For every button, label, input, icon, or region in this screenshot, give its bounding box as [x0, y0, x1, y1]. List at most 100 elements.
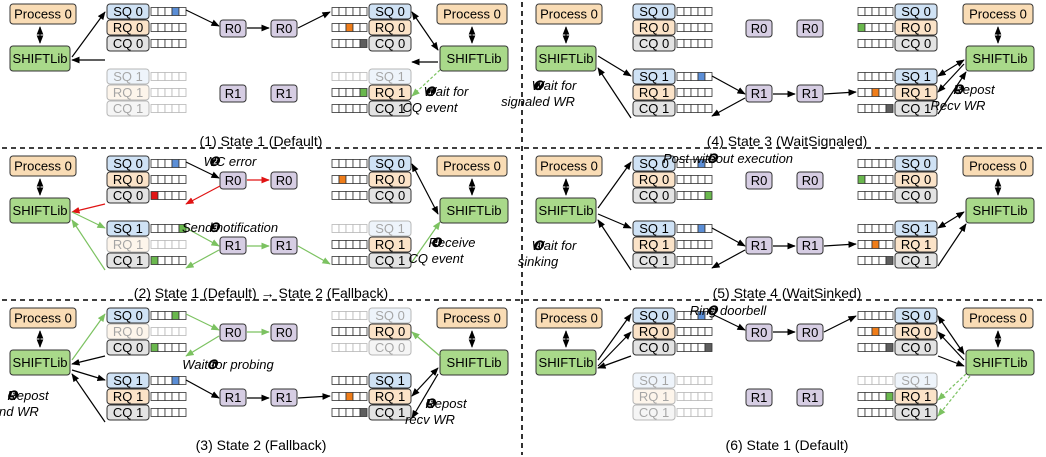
shiftlib-left: SHIFTLib	[535, 349, 597, 376]
left-set1-rq1-box	[106, 388, 150, 405]
router-r0-right: R0	[270, 171, 298, 190]
left-set0-sq0-slots	[150, 7, 187, 16]
right-set0-cq0-box	[368, 35, 412, 52]
left-set1-sq1-box	[106, 372, 150, 389]
left-set0-rq0-label: RQ 0	[639, 20, 669, 35]
router-r0-left-label: R0	[225, 21, 242, 36]
router-r0-left-label: R0	[751, 21, 768, 36]
right-set1-cq1-slots-slot	[338, 408, 347, 417]
left-set0-sq0-slots-slot	[178, 159, 187, 168]
right-set1-sq1-slots-slot	[871, 376, 880, 385]
process-0-left: Process 0	[535, 307, 603, 329]
right-set0-rq0-box	[368, 323, 412, 340]
left-set1-rq1-slots-slot	[171, 88, 180, 97]
right-set1-sq1-slots-slot	[352, 224, 361, 233]
right-set1-cq1-slots-slot	[331, 104, 340, 113]
right-set1-cq1-label: CQ 1	[375, 253, 405, 268]
right-set0-sq0-slots	[857, 7, 894, 16]
left-set0-cq0-slots-slot	[704, 343, 713, 352]
router-r1-left-label: R1	[225, 86, 242, 101]
left-set0-rq0-slots-slot	[676, 175, 685, 184]
left-set1-cq1-slots-slot	[178, 408, 187, 417]
right-set1-rq1: RQ 1	[368, 84, 412, 101]
right-set1-cq1-slots-slot	[857, 256, 866, 265]
left-set0-sq0-slots-slot	[171, 311, 180, 320]
left-set0-sq0-slots	[150, 311, 187, 320]
right-set0-sq0-slots-slot	[871, 311, 880, 320]
left-set1-sq1-slots	[150, 376, 187, 385]
left-set1-sq1-slots-slot	[697, 376, 706, 385]
router-r0-left: R0	[745, 323, 773, 342]
right-set0-cq0-slots-slot	[338, 191, 347, 200]
cq1-lib-left	[597, 219, 632, 271]
left-set0-rq0-slots-slot	[704, 23, 713, 32]
left-set0-rq0-slots	[676, 327, 713, 336]
step-number: ❷	[208, 154, 221, 169]
lib-rq0-left	[597, 331, 632, 367]
left-set0-cq0-box	[106, 187, 150, 204]
left-set1-cq1-box	[106, 252, 150, 269]
right-set1-cq1: CQ 1	[894, 404, 938, 421]
right-set0-cq0-slots-slot	[359, 191, 368, 200]
left-set0-cq0-slots-slot	[157, 39, 166, 48]
lib-sq1	[597, 213, 632, 229]
right-set0-rq0-slots-slot	[352, 175, 361, 184]
left-set1-cq1-slots-slot	[697, 104, 706, 113]
left-set0-rq0-slots-slot	[171, 175, 180, 184]
left-set1-cq1-slots-slot	[704, 256, 713, 265]
right-set0-cq0-slots-slot	[359, 343, 368, 352]
right-set0-cq0: CQ 0	[894, 187, 938, 204]
left-set1-cq1: CQ 1	[632, 404, 676, 421]
right-set0-rq0-slots	[857, 23, 894, 32]
lib-sq0-right	[937, 315, 965, 355]
lib-sq0-green	[71, 313, 106, 361]
left-set0-cq0-slots-slot	[178, 343, 187, 352]
right-set0-cq0-label: CQ 0	[901, 188, 931, 203]
right-set0-cq0-slots-slot	[857, 39, 866, 48]
shiftlib-left-box	[9, 197, 71, 224]
right-set0-rq0-slots-slot	[857, 327, 866, 336]
left-set1-rq1-slots-slot	[690, 88, 699, 97]
left-set0-sq0-box	[106, 307, 150, 324]
right-set0-sq0-box	[368, 307, 412, 324]
left-set0-cq0-slots-slot	[157, 343, 166, 352]
right-set0-rq0-slots	[331, 175, 368, 184]
right-set1-cq1-slots-slot	[359, 256, 368, 265]
annotation: ❸ Send notification	[182, 220, 278, 235]
right-set0-rq0-label: RQ 0	[901, 324, 931, 339]
right-set0-rq0: RQ 0	[894, 19, 938, 36]
left-set0-cq0-slots-slot	[171, 191, 180, 200]
annotation-text: sinking	[518, 254, 559, 269]
right-set0-cq0-slots-slot	[331, 39, 340, 48]
right-set1-rq1-slots-slot	[885, 88, 894, 97]
left-set1-rq1-label: RQ 1	[639, 389, 669, 404]
left-set1-cq1-slots-slot	[178, 256, 187, 265]
left-set0-sq0: SQ 0	[632, 3, 676, 20]
router-r1-right: R1	[796, 84, 824, 103]
router-r1-right-box	[270, 388, 298, 407]
router-r0-right-label: R0	[276, 325, 293, 340]
shiftlib-left-label: SHIFTLib	[539, 51, 594, 66]
right-set0-cq0-slots-slot	[857, 191, 866, 200]
panel-caption: (2) State 1 (Default) → State 2 (Fallbac…	[134, 285, 388, 301]
left-set1-sq1-slots-slot	[683, 72, 692, 81]
panel-caption: (1) State 1 (Default)	[200, 133, 323, 149]
right-set0-sq0-slots-slot	[885, 159, 894, 168]
shiftlib-left-label: SHIFTLib	[539, 355, 594, 370]
left-set0-rq0-slots-slot	[697, 175, 706, 184]
right-set1-sq1-label: SQ 1	[375, 69, 405, 84]
right-set0-sq0-slots-slot	[359, 159, 368, 168]
left-set1-cq1-label: CQ 1	[113, 101, 143, 116]
right-set0-cq0-slots-slot	[352, 191, 361, 200]
right-set0-cq0-label: CQ 0	[375, 188, 405, 203]
router-r1-right-label: R1	[276, 238, 293, 253]
left-set0-cq0-label: CQ 0	[113, 188, 143, 203]
router-r0-left-label: R0	[751, 173, 768, 188]
right-set1-sq1-slots-slot	[331, 72, 340, 81]
lib-sq1-right	[937, 211, 965, 229]
right-set0-rq0-slots-slot	[864, 23, 873, 32]
right-set1-cq1: CQ 1	[368, 252, 412, 269]
right-set0-sq0-label: SQ 0	[901, 308, 931, 323]
left-set1-cq1-slots-slot	[150, 408, 159, 417]
right-set0-sq0: SQ 0	[894, 3, 938, 20]
